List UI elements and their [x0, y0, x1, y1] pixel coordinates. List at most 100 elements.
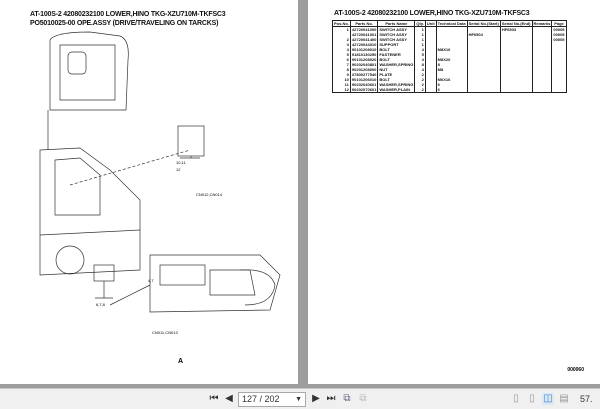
table-cell [466, 87, 501, 93]
two-page-icon[interactable]: ◫ [542, 393, 554, 405]
table-cell: 5 [414, 52, 426, 57]
chevron-down-icon: ▼ [295, 396, 302, 403]
table-cell [551, 52, 567, 57]
table-cell: 00005 [551, 26, 567, 32]
drawing-title: AT-100S-2 42080232100 LOWER,HINO TKG-XZU… [30, 11, 226, 18]
column-header: Pos.No. [332, 20, 351, 27]
last-page-icon[interactable]: ⏭ [326, 393, 336, 404]
table-cell [551, 82, 567, 87]
table-cell [551, 42, 567, 47]
table-cell: 00005 [551, 32, 567, 37]
column-header: Qty. [414, 20, 426, 27]
table-cell: 12 [332, 87, 351, 93]
table-cell: 1 [414, 42, 426, 47]
table-cell: 2 [414, 77, 426, 82]
table-cell: HF6504 [466, 32, 501, 37]
table-cell [551, 72, 567, 77]
table-title: AT-100S-2 42080232100 LOWER,HINO TKG-XZU… [334, 10, 530, 17]
left-page: AT-100S-2 42080232100 LOWER,HINO TKG-XZU… [0, 0, 298, 384]
callout-cn012: CN012,CN014 [196, 192, 223, 197]
next-page-icon[interactable]: ▶ [312, 393, 320, 404]
callout-12: 12 [176, 167, 181, 172]
table-cell [551, 47, 567, 52]
table-cell [551, 62, 567, 67]
page-number-select[interactable]: 127 / 202 ▼ [238, 392, 306, 407]
table-cell: 90202040801 [349, 62, 379, 67]
table-cell: 4 [414, 47, 426, 52]
single-page-icon[interactable]: ▯ [513, 393, 519, 404]
table-cell: 4 [414, 57, 426, 62]
table-cell [466, 77, 501, 82]
table-cell [551, 87, 567, 93]
table-cell: 90202070601 [349, 87, 379, 93]
table-cell [466, 26, 501, 32]
table-cell [466, 57, 501, 62]
parts-drawing [39, 31, 281, 313]
view-label-a: A [178, 358, 184, 365]
callout-6-7-8: 6,7,8 [96, 302, 105, 307]
table-cell [466, 42, 501, 47]
column-header: Page [551, 20, 567, 27]
continuous-page-icon[interactable]: ▯ [529, 393, 535, 404]
page-number-value: 127 / 202 [242, 394, 280, 404]
column-header: Serial No.(End) [499, 20, 533, 27]
page-footer: 000060 [567, 367, 584, 373]
table-cell: WASHER,PLAIN [377, 87, 416, 93]
table-cell: 4 [414, 67, 426, 72]
table-cell: 90101206010 [349, 77, 379, 82]
zoom-level[interactable]: 57. [580, 394, 593, 404]
table-cell: 8 [414, 62, 426, 67]
callout-cn011: CN011,CN013 [152, 330, 178, 335]
right-page: AT-100S-2 42080232100 LOWER,HINO TKG-XZU… [308, 0, 600, 384]
viewer-toolbar: ⏮ ◀ 127 / 202 ▼ ▶ ⏭ ⧉ ⧉ ▯ ▯ ◫ ▤ 57. [0, 388, 600, 409]
table-cell: 91810130250 [349, 52, 379, 57]
table-cell [424, 87, 437, 93]
table-cell: 1 [414, 26, 426, 32]
table-cell [466, 62, 501, 67]
column-header: Unit [424, 20, 437, 27]
first-page-icon[interactable]: ⏮ [209, 393, 219, 404]
table-cell: 2 [414, 72, 426, 77]
table-cell [466, 67, 501, 72]
table-cell: 2 [414, 82, 426, 87]
drawing-subtitle: PO5010025-00 OPE.ASSY (DRIVE/TRAVELING O… [30, 20, 219, 27]
table-cell: 6 [435, 87, 468, 93]
column-header: Technical Data [435, 20, 468, 27]
table-cell: 1 [414, 37, 426, 42]
table-cell [466, 47, 501, 52]
table-cell: 42720041000 [349, 26, 379, 32]
two-page-continuous-icon[interactable]: ▤ [559, 393, 569, 404]
table-cell: 90101208010 [349, 47, 379, 52]
column-header: Parts No. [349, 20, 379, 27]
table-cell [466, 52, 501, 57]
table-cell: 37800277540 [349, 72, 379, 77]
column-header: Serial No.(Start) [466, 20, 501, 27]
table-cell: 90101208020 [349, 57, 379, 62]
table-cell [466, 72, 501, 77]
table-cell: 90201208000 [349, 67, 379, 72]
table-cell: 00005 [551, 37, 567, 42]
table-cell: 42720044010 [349, 42, 379, 47]
paste-icon[interactable]: ⧉ [359, 393, 367, 404]
table-cell [466, 37, 501, 42]
table-cell: 90202040601 [349, 82, 379, 87]
table-cell: 1 [414, 32, 426, 37]
copy-icon[interactable]: ⧉ [343, 393, 351, 404]
table-cell [531, 87, 553, 93]
table-cell [551, 77, 567, 82]
previous-page-icon[interactable]: ◀ [225, 393, 233, 404]
